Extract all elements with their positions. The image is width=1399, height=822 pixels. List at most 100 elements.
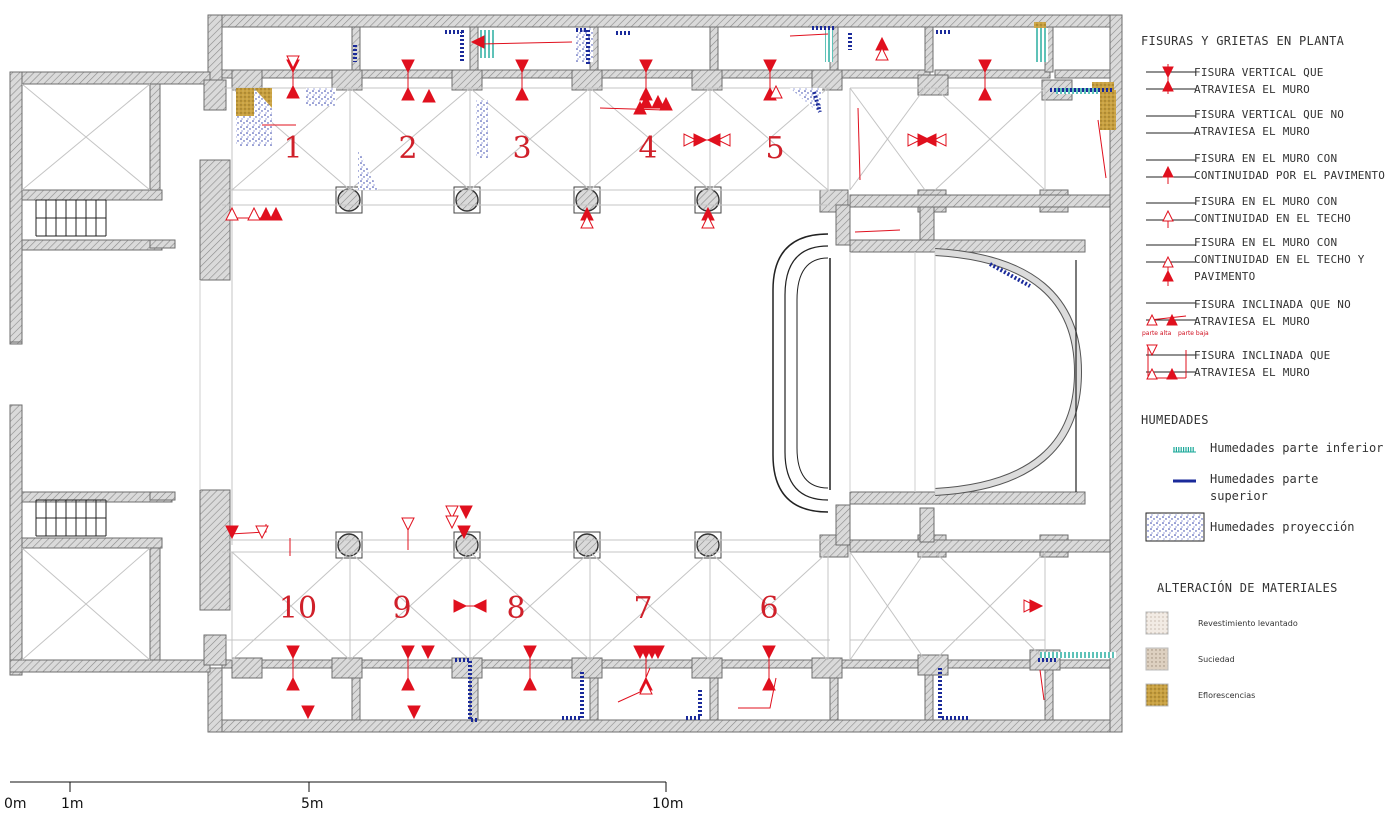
ceiling-lines: [21, 83, 1046, 661]
crack-symbol: [472, 599, 487, 613]
wall-segment: [709, 26, 719, 73]
scale-label: 10m: [652, 796, 684, 812]
crack-symbol: [225, 206, 239, 221]
wall-segment: [849, 194, 1111, 208]
wall-segment: [207, 719, 1123, 733]
wall-segment: [21, 239, 163, 251]
crack-symbol: [286, 645, 300, 660]
wall-segment: [149, 239, 176, 249]
crack-symbol: [683, 133, 698, 147]
crack-symbol: [875, 46, 889, 61]
wall-segment: [917, 654, 949, 676]
humidity-high: [562, 672, 584, 720]
wall-segment: [599, 69, 697, 79]
crack-symbol: [459, 505, 473, 520]
wall-segment: [477, 659, 575, 669]
column: [696, 533, 720, 557]
crack-line: [599, 107, 665, 111]
legend-crack-symbol: [1146, 313, 1158, 326]
column-base: [573, 531, 601, 559]
crack-symbol: [907, 133, 922, 147]
ceiling-line: [349, 551, 471, 661]
legend-line: [1149, 315, 1187, 321]
crack-symbol: [716, 133, 731, 147]
legend-crack-symbol: [1162, 209, 1174, 222]
wall-segment: [719, 659, 821, 669]
crack-symbol: [706, 133, 721, 147]
crack-symbol: [445, 515, 459, 530]
wall-segment: [811, 69, 843, 91]
crack-symbol: [445, 505, 459, 520]
crack-line: [479, 41, 573, 45]
humidity-projection: [306, 88, 336, 106]
bay-number: 2: [398, 131, 417, 166]
crack-symbol: [401, 59, 415, 74]
wall-segment: [207, 14, 1123, 28]
column: [337, 188, 361, 212]
scale-label: 5m: [301, 796, 324, 812]
bay-numbers-top: 1 2 3 4 5: [283, 131, 784, 166]
crack-symbol: [515, 59, 529, 74]
ceiling-line: [349, 87, 471, 191]
crack-symbol: [633, 100, 647, 115]
crack-symbol: [407, 705, 421, 720]
crack-line: [854, 229, 901, 233]
crack-symbol: [769, 84, 783, 99]
bay-number: 3: [512, 131, 531, 166]
legend-swatch: [1145, 611, 1169, 635]
humidity-projection: [476, 100, 488, 158]
crack-symbol: [286, 84, 300, 99]
crack-symbol: [422, 88, 436, 103]
bay-number: 5: [765, 131, 784, 166]
ceiling-line: [469, 551, 591, 661]
wall-segment: [1044, 667, 1054, 721]
crack-symbol: [651, 645, 665, 660]
ceiling-line: [934, 551, 1046, 661]
legend-crack-symbol: [1146, 367, 1158, 380]
humidity-low: [1034, 28, 1048, 62]
wall-segment: [207, 14, 223, 81]
crack-symbol: [421, 645, 435, 660]
crack-symbol: [259, 206, 273, 221]
crack-symbol: [401, 676, 415, 691]
crack-line: [789, 33, 829, 37]
crack-symbols: [225, 35, 1044, 720]
ceiling-line: [231, 551, 351, 661]
bay-number: 6: [759, 591, 778, 626]
wall-segment: [451, 69, 483, 91]
crack-line: [1039, 669, 1045, 701]
legend-item: Humedades parte inferior: [1210, 441, 1384, 455]
scale-bar: [10, 781, 667, 792]
legend-swatch: [1145, 512, 1205, 542]
crack-symbol: [255, 525, 269, 540]
crack-symbol: [763, 59, 777, 74]
wall-segment: [331, 69, 363, 91]
wall-segment: [231, 69, 263, 91]
wall-segment: [21, 189, 163, 201]
efflorescence: [1092, 82, 1114, 92]
crack-symbol: [932, 133, 947, 147]
crack-symbol: [401, 517, 415, 532]
crack-symbol: [762, 676, 776, 691]
legend-swatch: [1145, 647, 1169, 671]
crack-line: [617, 667, 651, 703]
wall-segment: [835, 504, 851, 546]
wall-segment: [207, 667, 223, 733]
wall-segment: [571, 69, 603, 91]
scale-label: 0m: [4, 796, 27, 812]
crack-symbol: [639, 94, 653, 109]
legend-crack-symbol: [1162, 269, 1174, 282]
efflorescence: [236, 88, 254, 116]
crack-symbol: [639, 59, 653, 74]
wall-segment: [934, 69, 1051, 79]
scale-label: 1m: [61, 796, 84, 812]
wall-segment: [691, 657, 723, 679]
wall-segment: [9, 404, 23, 676]
wall-segment: [849, 539, 1111, 553]
humidity-high: [445, 30, 464, 62]
